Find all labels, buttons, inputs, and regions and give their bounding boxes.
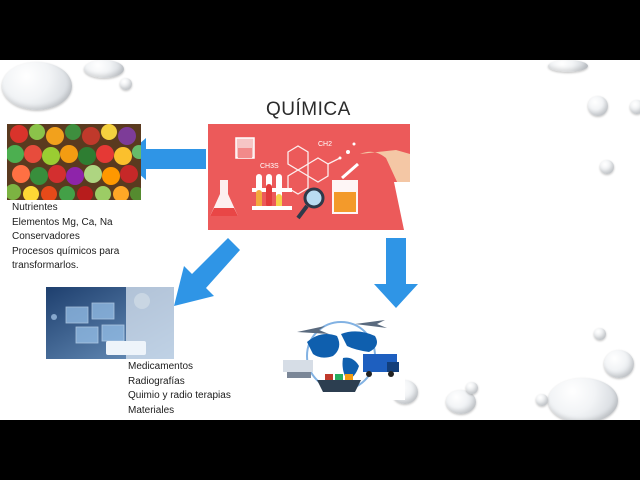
list-item: Conservadores [12,231,80,242]
world-logistics-image [277,312,405,400]
water-drop [600,160,614,174]
list-item: Quimio y radio terapias [128,390,231,401]
water-drop [466,382,478,394]
food-list: Nutrientes Elementos Mg, Ca, Na Conserva… [12,201,119,274]
hand-pipette-icon [338,142,410,230]
arrow-down-left-icon [174,238,240,306]
ch2-label: CH2 [318,141,332,148]
water-drop [548,60,588,72]
magnifier-icon [296,187,325,220]
water-drop [120,78,132,90]
water-drop [446,390,476,414]
medical-image [46,287,174,359]
water-drop [84,60,124,78]
vegetables-illustration [7,124,141,200]
medical-illustration [46,287,174,359]
slide: QUÍMICA CH3S CH2 [0,60,640,420]
arrow-down-icon [374,238,418,308]
list-item: Materiales [128,404,175,416]
water-drop [594,328,606,340]
list-item: Nutrientes [12,202,58,213]
flask-icon [210,137,255,216]
list-item: Procesos químicos para [12,245,120,257]
list-item: transformarlos. [12,260,79,271]
list-item: Elementos Mg, Ca, Na [12,216,113,228]
lab-illustration: CH3S CH2 [208,124,410,230]
health-list: Medicamentos Radiografías Quimio y radio… [128,360,231,418]
water-drop [2,62,72,110]
list-item: Medicamentos [128,361,194,372]
vegetables-image [7,124,141,200]
water-drop [588,96,608,116]
water-drop [548,378,618,420]
logistics-illustration [277,312,405,400]
water-drop [604,350,634,378]
beaker-icon [332,180,358,214]
ch3s-label: CH3S [260,163,279,170]
water-drop [630,100,640,114]
water-drop [536,394,548,406]
arrow-left-icon [122,138,206,180]
test-tubes-icon [252,174,292,210]
slide-title: QUÍMICA [266,99,351,120]
list-item: Radiografías [128,375,185,387]
chemistry-lab-image: CH3S CH2 [208,124,410,230]
